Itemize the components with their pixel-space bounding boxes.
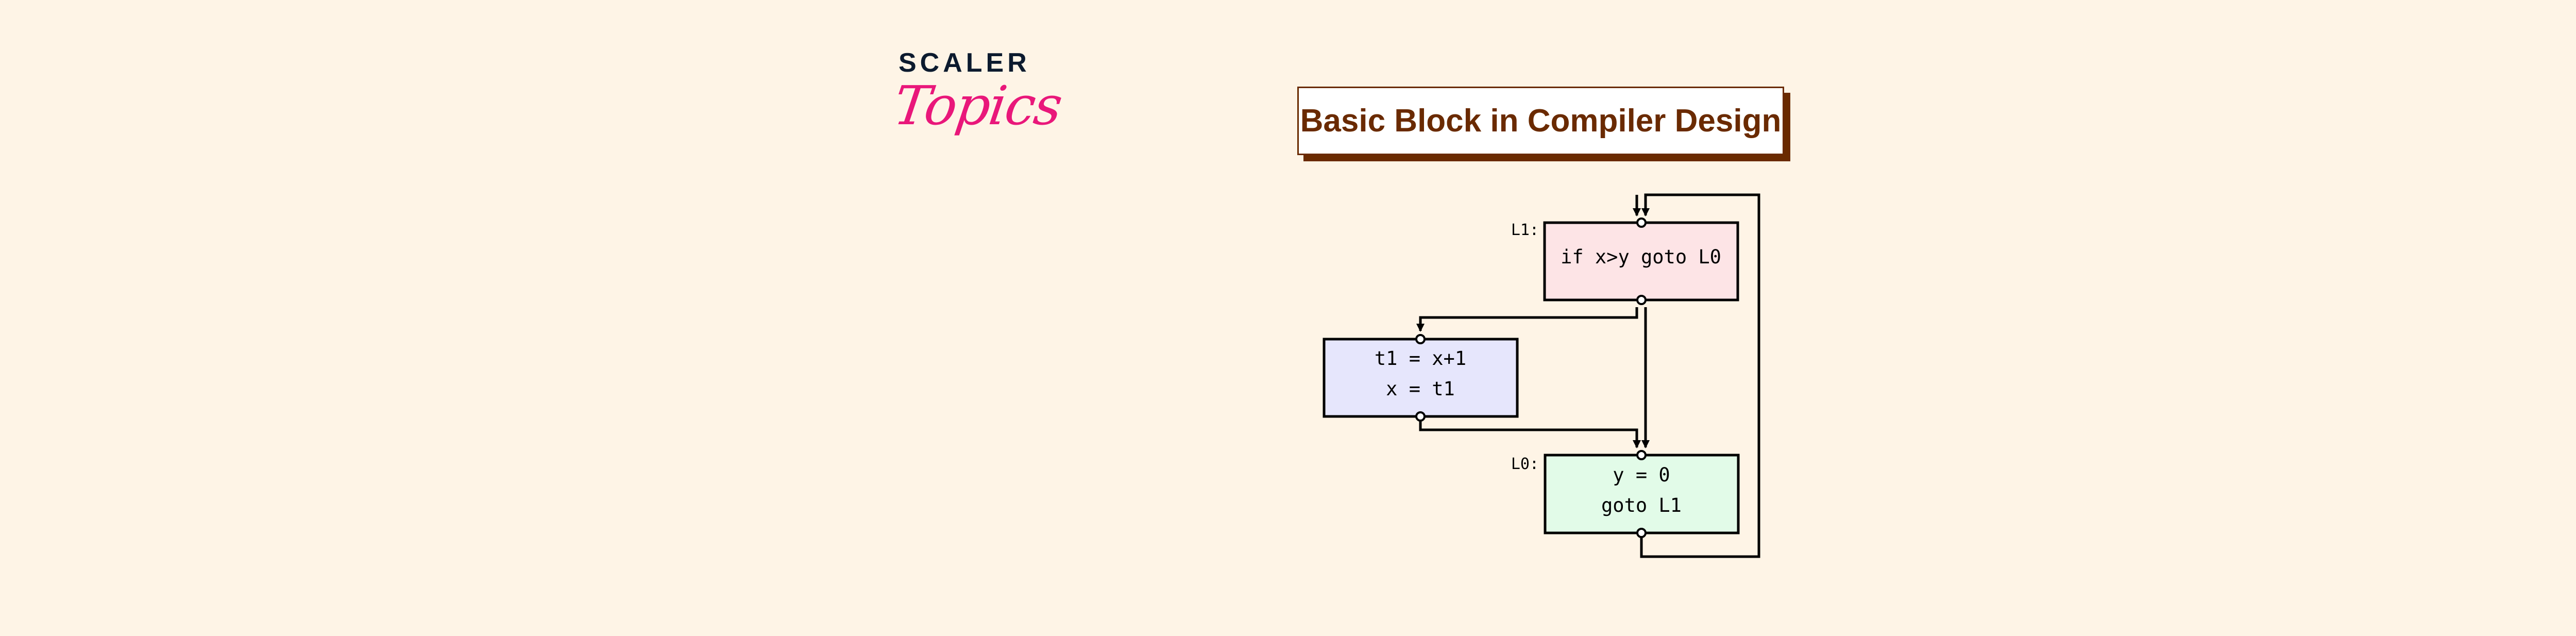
block-L0-line-2: goto L1 (1601, 494, 1682, 516)
scaler-topics-logo: SCALER Topics (890, 47, 1065, 150)
block-B2-out-port (1415, 411, 1426, 422)
block-B2-line-2: x = t1 (1386, 378, 1455, 400)
block-B2-in-port (1415, 334, 1426, 344)
block-L0-in-port (1636, 450, 1647, 460)
block-L1-label: L1: (1511, 221, 1539, 239)
logo-brand-scaler: SCALER (899, 48, 1030, 78)
block-L0-line-1: y = 0 (1613, 464, 1670, 486)
block-L0: L0: y = 0 goto L1 (1511, 450, 1740, 538)
edge-B2-to-L0 (1419, 416, 1638, 447)
edge-L0-to-L1 (1640, 193, 1760, 558)
arrowhead (1633, 208, 1641, 216)
edge-L1-to-B2 (1419, 307, 1638, 331)
block-L0-out-port (1636, 528, 1647, 538)
block-B2-line-1: t1 = x+1 (1375, 347, 1466, 370)
block-L1-line-1: if x>y goto L0 (1561, 246, 1721, 268)
arrowhead (1641, 440, 1650, 448)
title-box: Basic Block in Compiler Design (1297, 87, 1784, 155)
arrowhead (1633, 440, 1641, 448)
block-L1: L1: if x>y goto L0 (1511, 217, 1739, 305)
page-title: Basic Block in Compiler Design (1300, 103, 1782, 139)
block-B2: t1 = x+1 x = t1 (1323, 334, 1519, 422)
block-L1-in-port (1636, 217, 1647, 228)
arrowhead (1416, 324, 1425, 332)
block-L0-label: L0: (1511, 455, 1539, 473)
block-L1-out-port (1636, 295, 1647, 305)
arrowhead (1641, 208, 1650, 216)
